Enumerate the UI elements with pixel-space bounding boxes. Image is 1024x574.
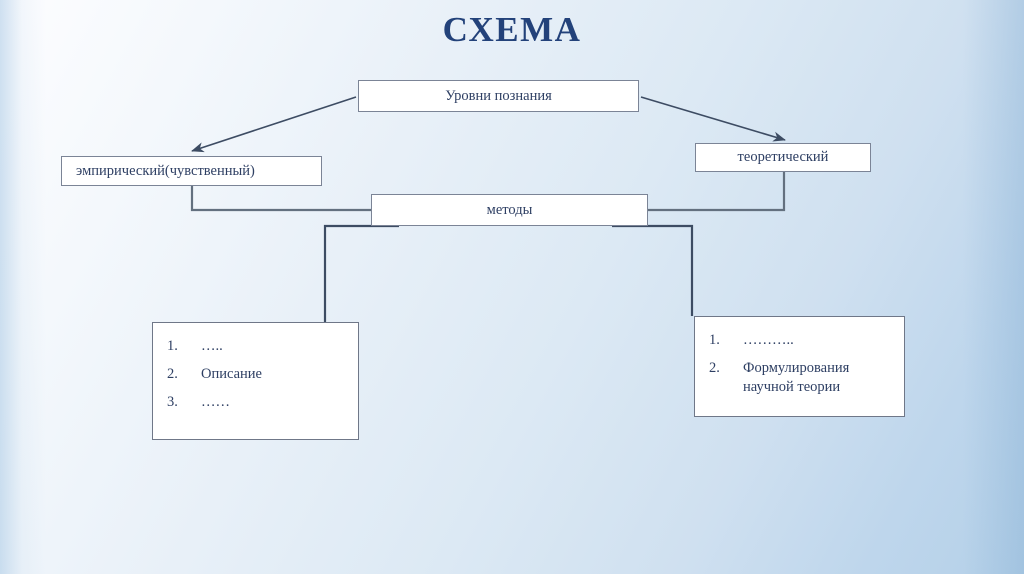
list-item: 1. ….. <box>167 337 348 356</box>
list-item-text: ……….. <box>743 332 794 348</box>
box-theoretical-level[interactable]: теоретический <box>695 143 871 172</box>
list-item-number: 1. <box>167 338 178 354</box>
list-item-text: …… <box>201 394 230 410</box>
list-item-text: Описание <box>201 366 262 382</box>
box-theory-label: теоретический <box>737 149 829 165</box>
box-empirical-level[interactable]: эмпирический(чувственный) <box>61 156 322 186</box>
list-item-number: 2. <box>167 366 178 382</box>
list-item: 3. …… <box>167 393 348 412</box>
box-empiric-label: эмпирический(чувственный) <box>76 162 255 179</box>
list-item-number: 2. <box>709 360 720 376</box>
box-levels-of-cognition[interactable]: Уровни познания <box>358 80 639 112</box>
connector-methods-to-right-list <box>612 224 694 316</box>
list-item: 2. Формулирования научной теории <box>709 359 894 397</box>
list-box-empirical-methods[interactable]: 1. ….. 2. Описание 3. …… <box>152 322 359 440</box>
list-item-text: Формулирования научной теории <box>743 360 850 395</box>
page-title: СХЕМА <box>442 10 582 49</box>
arrow-levels-to-theory <box>640 96 786 142</box>
list-item: 2. Описание <box>167 365 348 384</box>
connector-methods-to-theory <box>648 172 786 212</box>
arrow-levels-to-empiric <box>191 96 357 153</box>
connector-empiric-to-methods <box>190 186 371 212</box>
box-methods[interactable]: методы <box>371 194 648 226</box>
box-levels-label: Уровни познания <box>445 87 552 104</box>
connector-methods-to-left-list <box>323 224 399 322</box>
list-item: 1. ……….. <box>709 331 894 350</box>
list-box-theoretical-methods[interactable]: 1. ……….. 2. Формулирования научной теори… <box>694 316 905 417</box>
list-item-number: 1. <box>709 332 720 348</box>
list-item-text: ….. <box>201 338 223 354</box>
box-methods-label: методы <box>486 201 533 218</box>
list-item-number: 3. <box>167 394 178 410</box>
